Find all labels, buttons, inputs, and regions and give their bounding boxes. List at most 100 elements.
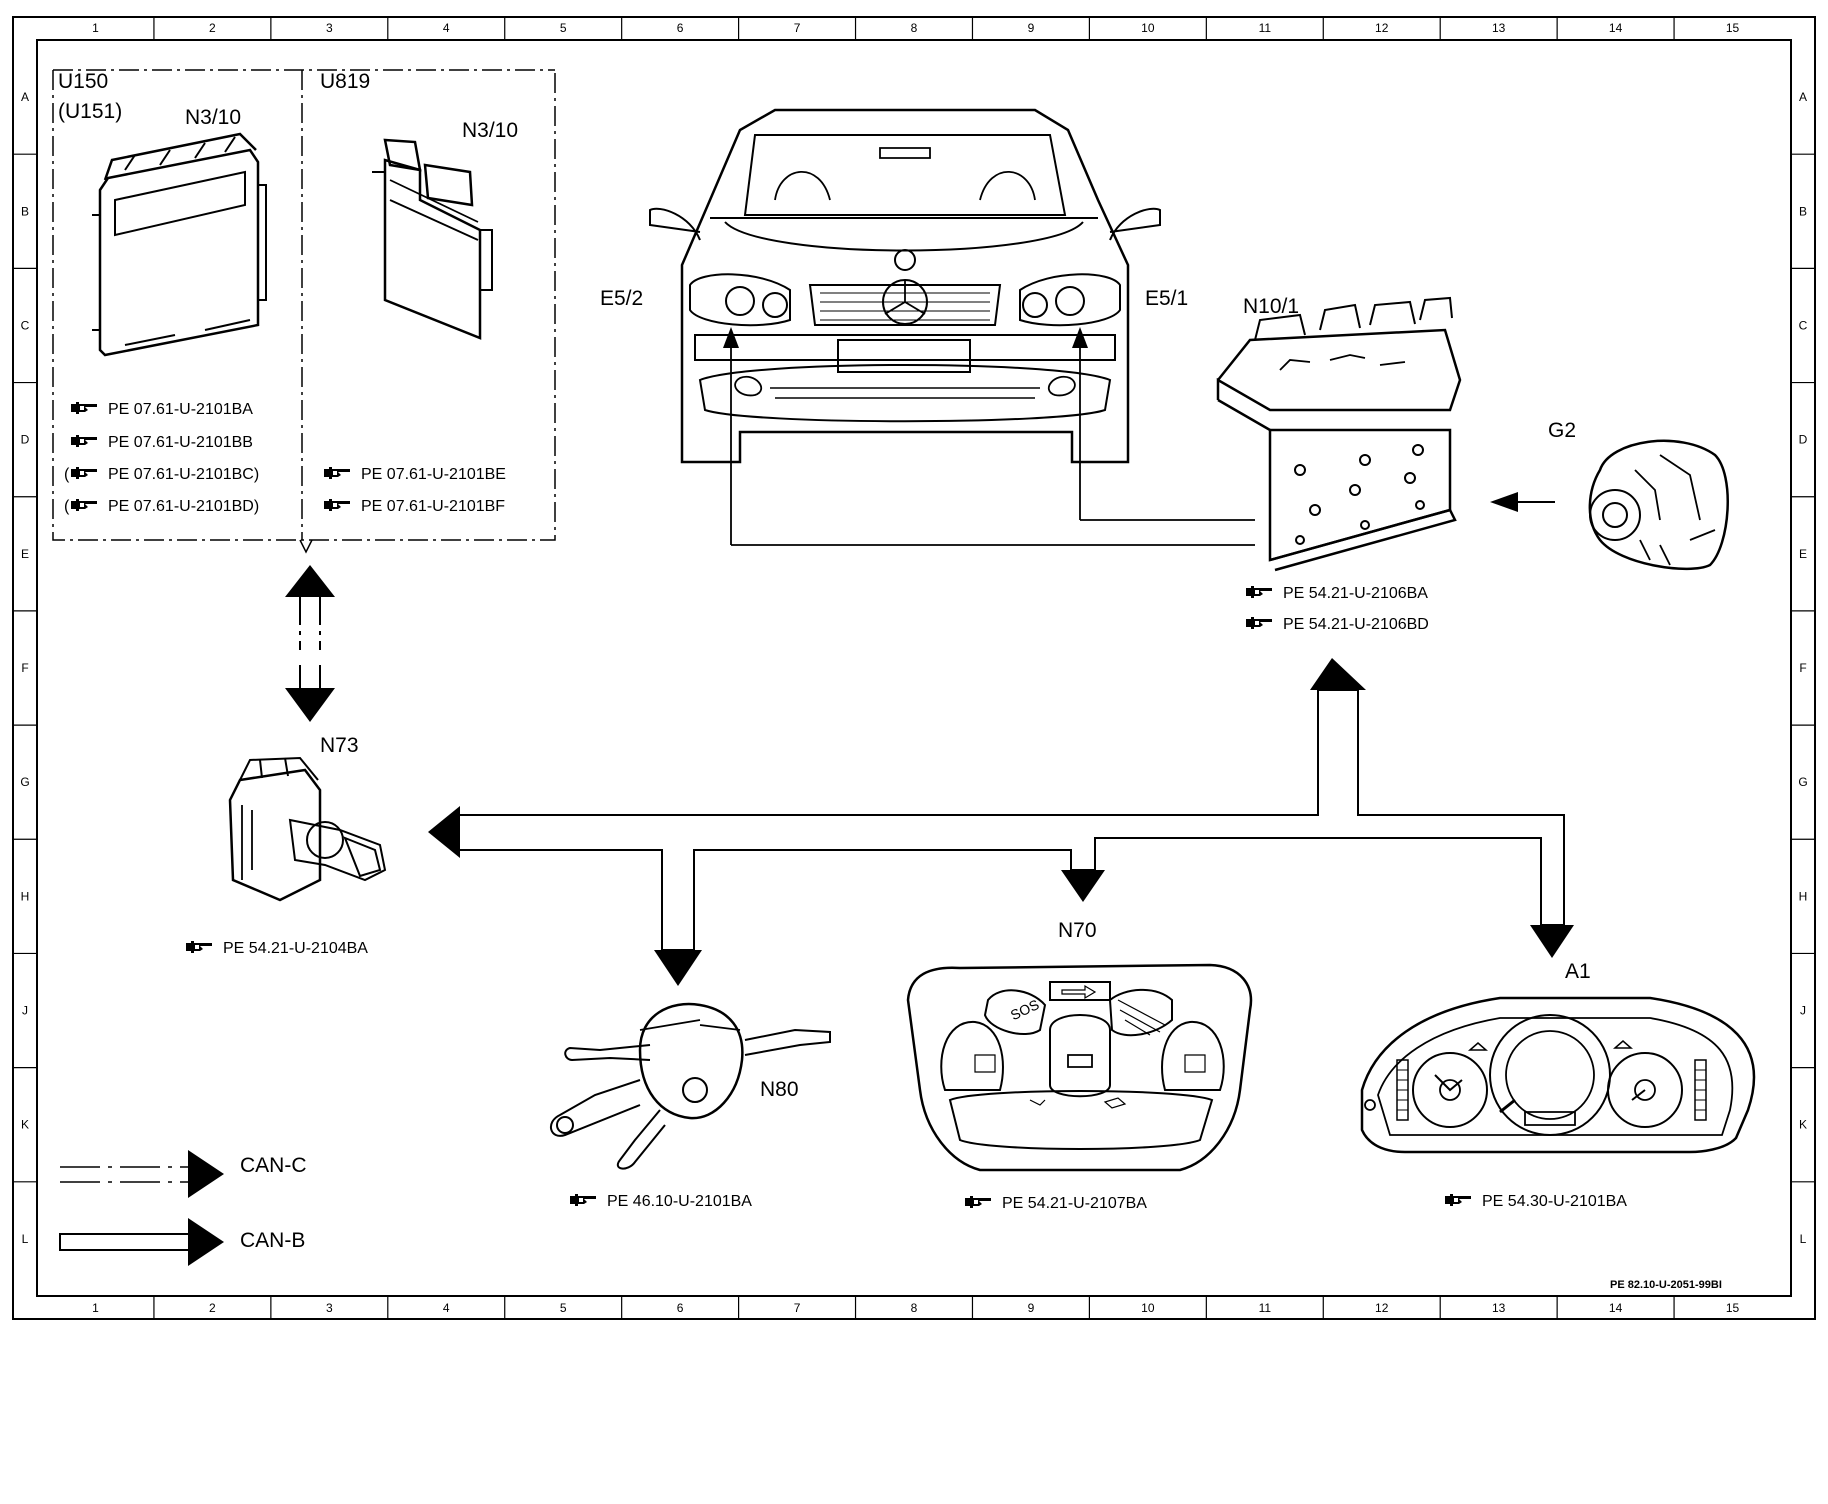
grid-row-label-right: K <box>1799 1118 1807 1132</box>
grid-col-label-top: 14 <box>1609 21 1623 35</box>
headlamp-wiring <box>723 327 1255 546</box>
grid-col-label-top: 9 <box>1028 21 1035 35</box>
ref-2101bf: PE 07.61-U-2101BF <box>361 498 505 515</box>
reference-hand-icon <box>71 402 97 414</box>
reference-hand-icon <box>324 467 350 479</box>
ref-2101bd: PE 07.61-U-2101BD) <box>108 498 259 515</box>
grid-row-label-left: A <box>21 90 29 104</box>
reference-hand-icon <box>965 1196 991 1208</box>
grid-row-label-right: H <box>1799 889 1808 903</box>
grid-row-label-right: G <box>1798 775 1807 789</box>
ref-2101ba: PE 07.61-U-2101BA <box>108 401 253 418</box>
reference-hand-icon <box>71 499 97 511</box>
reference-hand-icon <box>324 499 350 511</box>
can-b-bus <box>428 658 1574 986</box>
ref-paren-bc: ( <box>64 466 70 483</box>
label-n3-10-left: N3/10 <box>185 106 241 129</box>
ref-2104ba: PE 54.21-U-2104BA <box>223 940 368 957</box>
legend-can-c: CAN-C <box>60 1150 307 1198</box>
grid-row-label-right: L <box>1800 1232 1807 1246</box>
legend-can-c-label: CAN-C <box>240 1154 307 1177</box>
grid-col-label-bottom: 7 <box>794 1301 801 1315</box>
grid-row-label-right: E <box>1799 547 1807 561</box>
legend: CAN-C CAN-B <box>59 1150 307 1266</box>
document-number: PE 82.10-U-2051-99BI <box>1610 1279 1722 1291</box>
instrument-cluster-a1-drawing <box>1360 996 1756 1154</box>
ref-46-2101ba: PE 46.10-U-2101BA <box>607 1193 752 1210</box>
grid-row-label-left: D <box>21 433 30 447</box>
grid-col-label-top: 15 <box>1726 21 1740 35</box>
grid-col-label-bottom: 10 <box>1141 1301 1155 1315</box>
grid-col-label-top: 3 <box>326 21 333 35</box>
grid-row-label-left: C <box>21 318 30 332</box>
grid-row-label-left: K <box>21 1118 29 1132</box>
grid-col-label-top: 10 <box>1141 21 1155 35</box>
ref-paren-bd: ( <box>64 498 70 515</box>
sos-button-label: SOS <box>1008 996 1042 1023</box>
grid-row-label-right: F <box>1799 661 1806 675</box>
ecu-refs-right: PE 07.61-U-2101BE PE 07.61-U-2101BF <box>324 466 506 515</box>
ecu-refs-left: PE 07.61-U-2101BA PE 07.61-U-2101BB ( PE… <box>64 401 259 515</box>
ref-2107ba: PE 54.21-U-2107BA <box>1002 1195 1147 1212</box>
variant-u819: U819 <box>320 70 370 93</box>
steering-column-n80-drawing <box>550 1002 831 1170</box>
ref-2106bd: PE 54.21-U-2106BD <box>1283 616 1429 633</box>
grid-col-label-bottom: 15 <box>1726 1301 1740 1315</box>
grid-row-label-left: G <box>20 775 29 789</box>
label-n3-10-right: N3/10 <box>462 119 518 142</box>
n10-1-refs: PE 54.21-U-2106BA PE 54.21-U-2106BD <box>1246 585 1429 633</box>
label-n10-1: N10/1 <box>1243 295 1299 318</box>
grid-col-label-bottom: 6 <box>677 1301 684 1315</box>
vehicle-front-drawing <box>649 108 1161 464</box>
grid-col-label-top: 7 <box>794 21 801 35</box>
label-n73: N73 <box>320 734 359 757</box>
grid-row-label-left: H <box>21 889 30 903</box>
grid-col-label-bottom: 13 <box>1492 1301 1506 1315</box>
grid-col-label-top: 12 <box>1375 21 1389 35</box>
grid-col-label-bottom: 3 <box>326 1301 333 1315</box>
ref-2101bb: PE 07.61-U-2101BB <box>108 434 253 451</box>
grid-col-label-top: 4 <box>443 21 450 35</box>
label-a1: A1 <box>1565 960 1591 983</box>
grid-col-label-bottom: 11 <box>1259 1301 1272 1315</box>
sam-n10-1-drawing <box>1216 296 1462 572</box>
n70-ref: PE 54.21-U-2107BA <box>965 1195 1147 1212</box>
label-n80: N80 <box>760 1078 799 1101</box>
grid-col-label-top: 5 <box>560 21 567 35</box>
grid-col-label-top: 1 <box>92 21 99 35</box>
grid-col-label-top: 2 <box>209 21 216 35</box>
grid-col-label-bottom: 5 <box>560 1301 567 1315</box>
label-e5-2: E5/2 <box>600 287 643 310</box>
ref-54-30-2101ba: PE 54.30-U-2101BA <box>1482 1193 1627 1210</box>
grid-col-label-bottom: 8 <box>911 1301 918 1315</box>
ref-2106ba: PE 54.21-U-2106BA <box>1283 585 1428 602</box>
ref-2101be: PE 07.61-U-2101BE <box>361 466 506 483</box>
grid-col-label-top: 11 <box>1259 21 1272 35</box>
grid-col-label-bottom: 1 <box>92 1301 99 1315</box>
grid-row-label-right: B <box>1799 204 1807 218</box>
grid-col-label-bottom: 14 <box>1609 1301 1623 1315</box>
reference-hand-icon <box>71 435 97 447</box>
grid-row-label-right: A <box>1799 90 1807 104</box>
reference-hand-icon <box>570 1194 596 1206</box>
grid-row-label-right: D <box>1799 433 1808 447</box>
can-c-link-ecu-n73 <box>285 565 335 722</box>
n80-ref: PE 46.10-U-2101BA <box>570 1193 752 1210</box>
variant-u151: (U151) <box>58 100 122 123</box>
grid-row-label-left: F <box>21 661 28 675</box>
ecu-n3-10-left-drawing <box>92 132 267 357</box>
ecu-group: U150 (U151) N3/10 U819 N3/10 PE 07.61-U-… <box>52 69 556 554</box>
ignition-switch-n73-drawing <box>228 756 387 902</box>
grid-col-label-bottom: 4 <box>443 1301 450 1315</box>
overhead-panel-n70-drawing <box>906 963 1253 1172</box>
alternator-g2-drawing <box>1588 439 1729 571</box>
reference-hand-icon <box>1445 1194 1471 1206</box>
reference-hand-icon <box>71 467 97 479</box>
n73-ref: PE 54.21-U-2104BA <box>186 940 368 957</box>
reference-hand-icon <box>1246 586 1272 598</box>
label-n70: N70 <box>1058 919 1097 942</box>
grid-row-label-left: E <box>21 547 29 561</box>
